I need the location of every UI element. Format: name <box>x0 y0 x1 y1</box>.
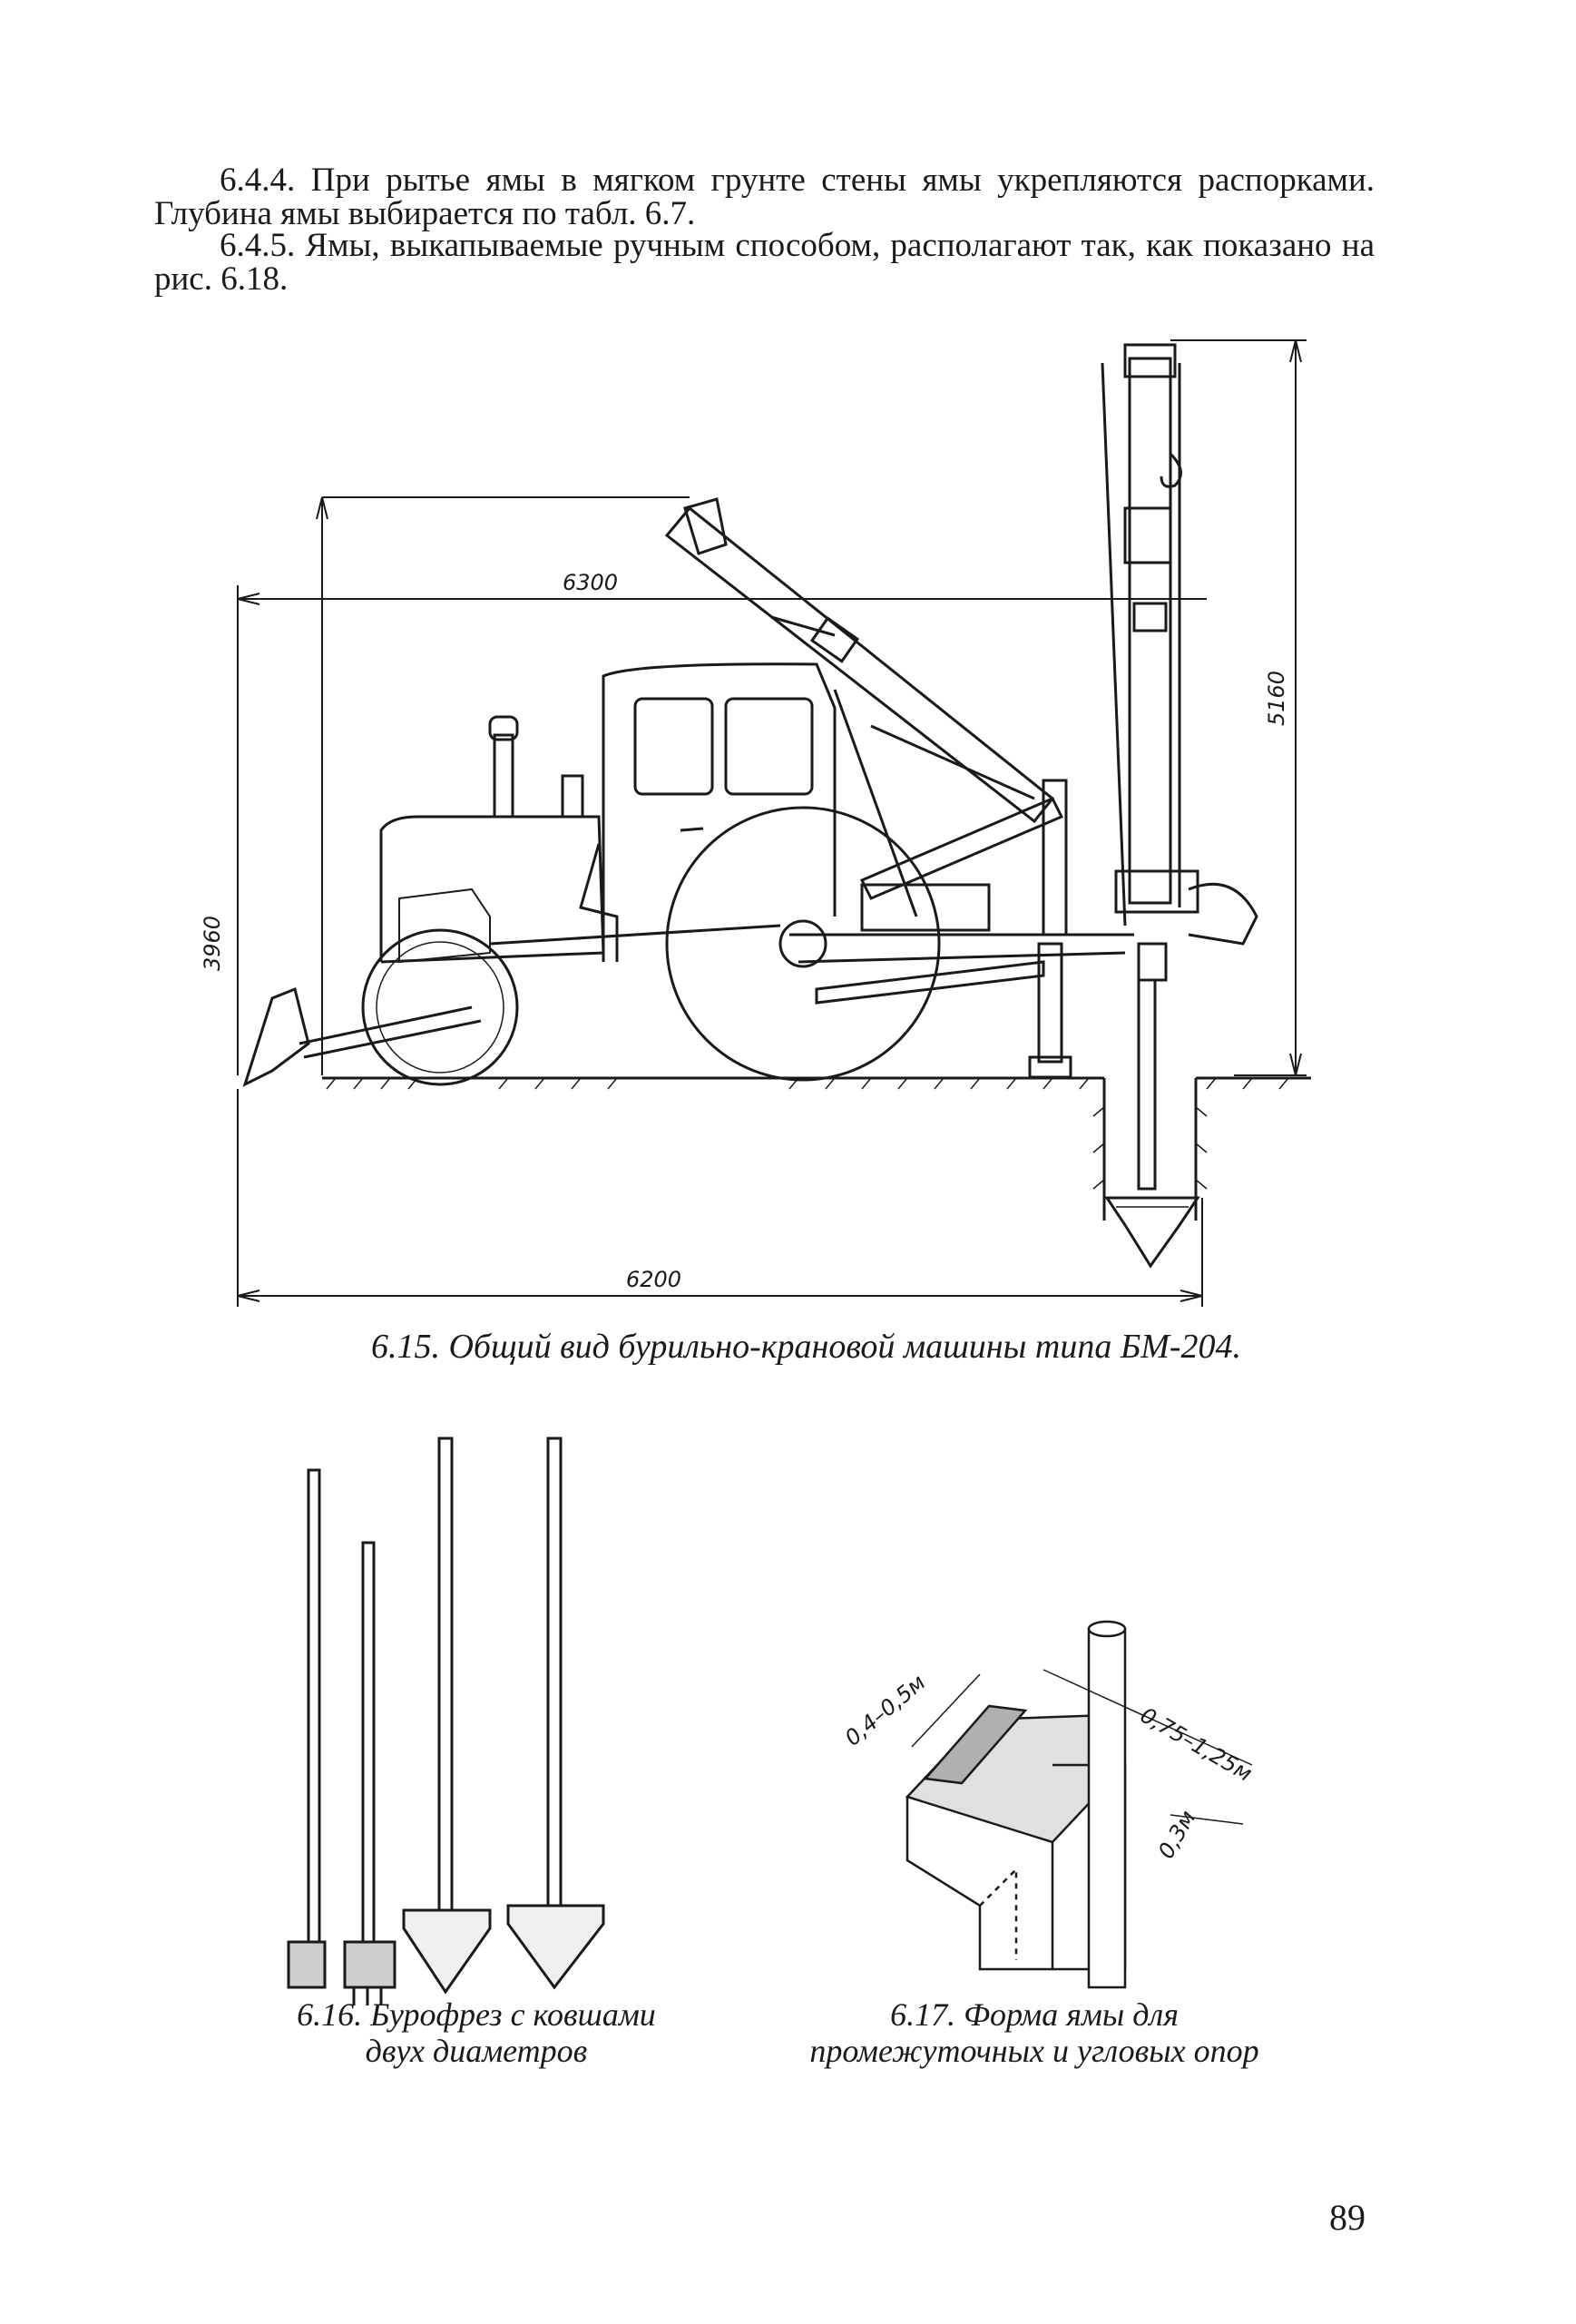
dim-length-bottom: 6200 <box>626 1267 681 1292</box>
dim-length-top: 6300 <box>563 570 618 595</box>
paragraph-6-4-4: 6.4.4. При рытье ямы в мягком грунте сте… <box>154 162 1375 232</box>
paragraph-6-4-5: 6.4.5. Ямы, выкапываемые ручным способом… <box>154 227 1375 298</box>
pit-dimension-lines <box>911 1669 1253 1825</box>
page-number: 89 <box>1329 2197 1366 2238</box>
rear-wheel <box>665 806 941 1082</box>
caption-figure-6-17: 6.17. Форма ямы для промежуточных и угло… <box>809 1996 1259 2069</box>
auger-in-ground <box>1104 978 1200 1269</box>
cabin <box>602 662 837 962</box>
auger-large-1 <box>402 1437 492 1995</box>
caption-figure-6-16: 6.16. Бурофрез с ковшами двух диаметров <box>297 1996 656 2069</box>
auger-small-bucket-1 <box>287 1468 327 1989</box>
ground-line <box>322 1076 1311 1221</box>
pole <box>1087 1620 1127 1989</box>
dim-pit-width: 0,4–0,5м <box>840 1670 931 1751</box>
front-wheel <box>361 928 519 1086</box>
dim-height-right: 5160 <box>1264 671 1289 726</box>
tractor-body <box>379 715 781 964</box>
dim-pit-length: 0,75–1,25м <box>1136 1702 1257 1787</box>
drill-mast <box>1101 343 1258 946</box>
rear-frame <box>789 883 1168 1079</box>
auger-large-2 <box>506 1437 605 1990</box>
dim-pit-step: 0,3м <box>1153 1806 1200 1863</box>
dimension-lines <box>237 339 1307 1307</box>
dim-height-left: 3960 <box>200 916 225 971</box>
caption-figure-6-15: 6.15. Общий вид бурильно-крановой машины… <box>370 1328 1242 1366</box>
auger-small-bucket-2 <box>343 1541 396 2005</box>
dozer-blade <box>242 986 482 1087</box>
